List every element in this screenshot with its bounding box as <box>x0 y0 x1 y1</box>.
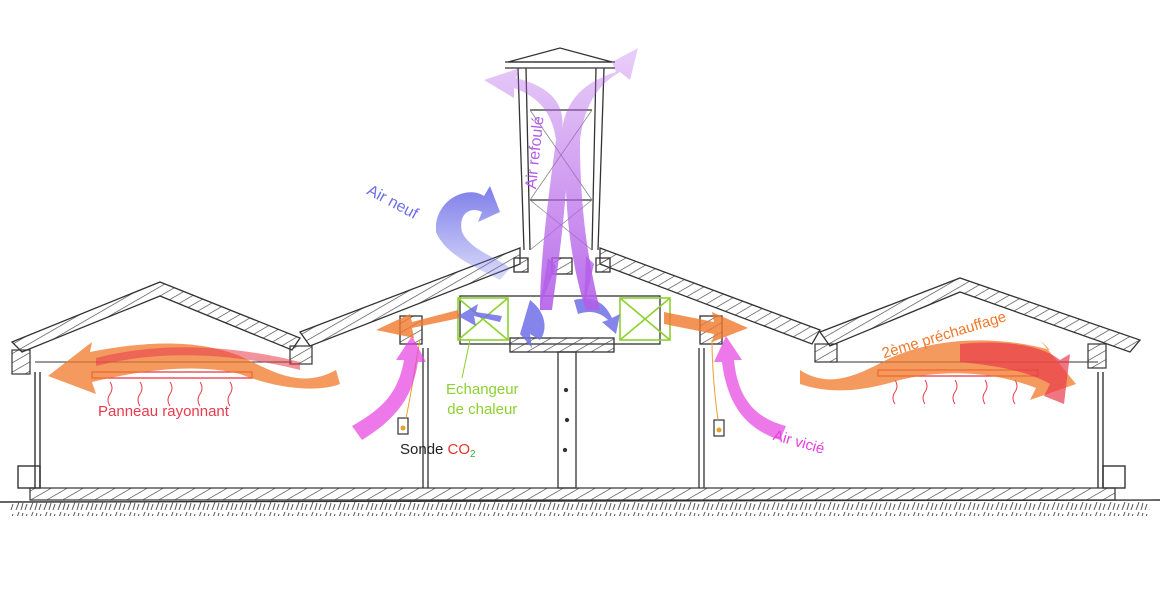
ground <box>0 499 1160 516</box>
air-vicie-arrow-left <box>352 336 426 440</box>
co2-sensor-icon <box>397 339 725 437</box>
echangeur-label-line1: Echangeur <box>446 381 519 398</box>
echangeur-leader-line <box>461 339 471 379</box>
air-refoule-arrow <box>484 48 638 310</box>
echangeur-label-line2: de chaleur <box>447 401 518 418</box>
outer-walls <box>17 372 1126 489</box>
prechauffage-arrow-left <box>48 310 460 394</box>
sonde-prefix: Sonde <box>400 441 448 458</box>
floor-slab <box>29 487 1116 501</box>
sonde-co: CO <box>447 441 471 458</box>
air-vicie-arrow-right <box>714 336 786 440</box>
sonde-co2-label: Sonde CO2 <box>400 441 476 460</box>
panneau-rayonnant-label: Panneau rayonnant <box>98 403 229 420</box>
echangeur-label: Echangeur de chaleur <box>446 380 519 420</box>
prechauffage-arrow-right <box>664 312 1076 404</box>
sonde-sub: 2 <box>470 449 476 460</box>
gutters <box>11 343 1107 375</box>
